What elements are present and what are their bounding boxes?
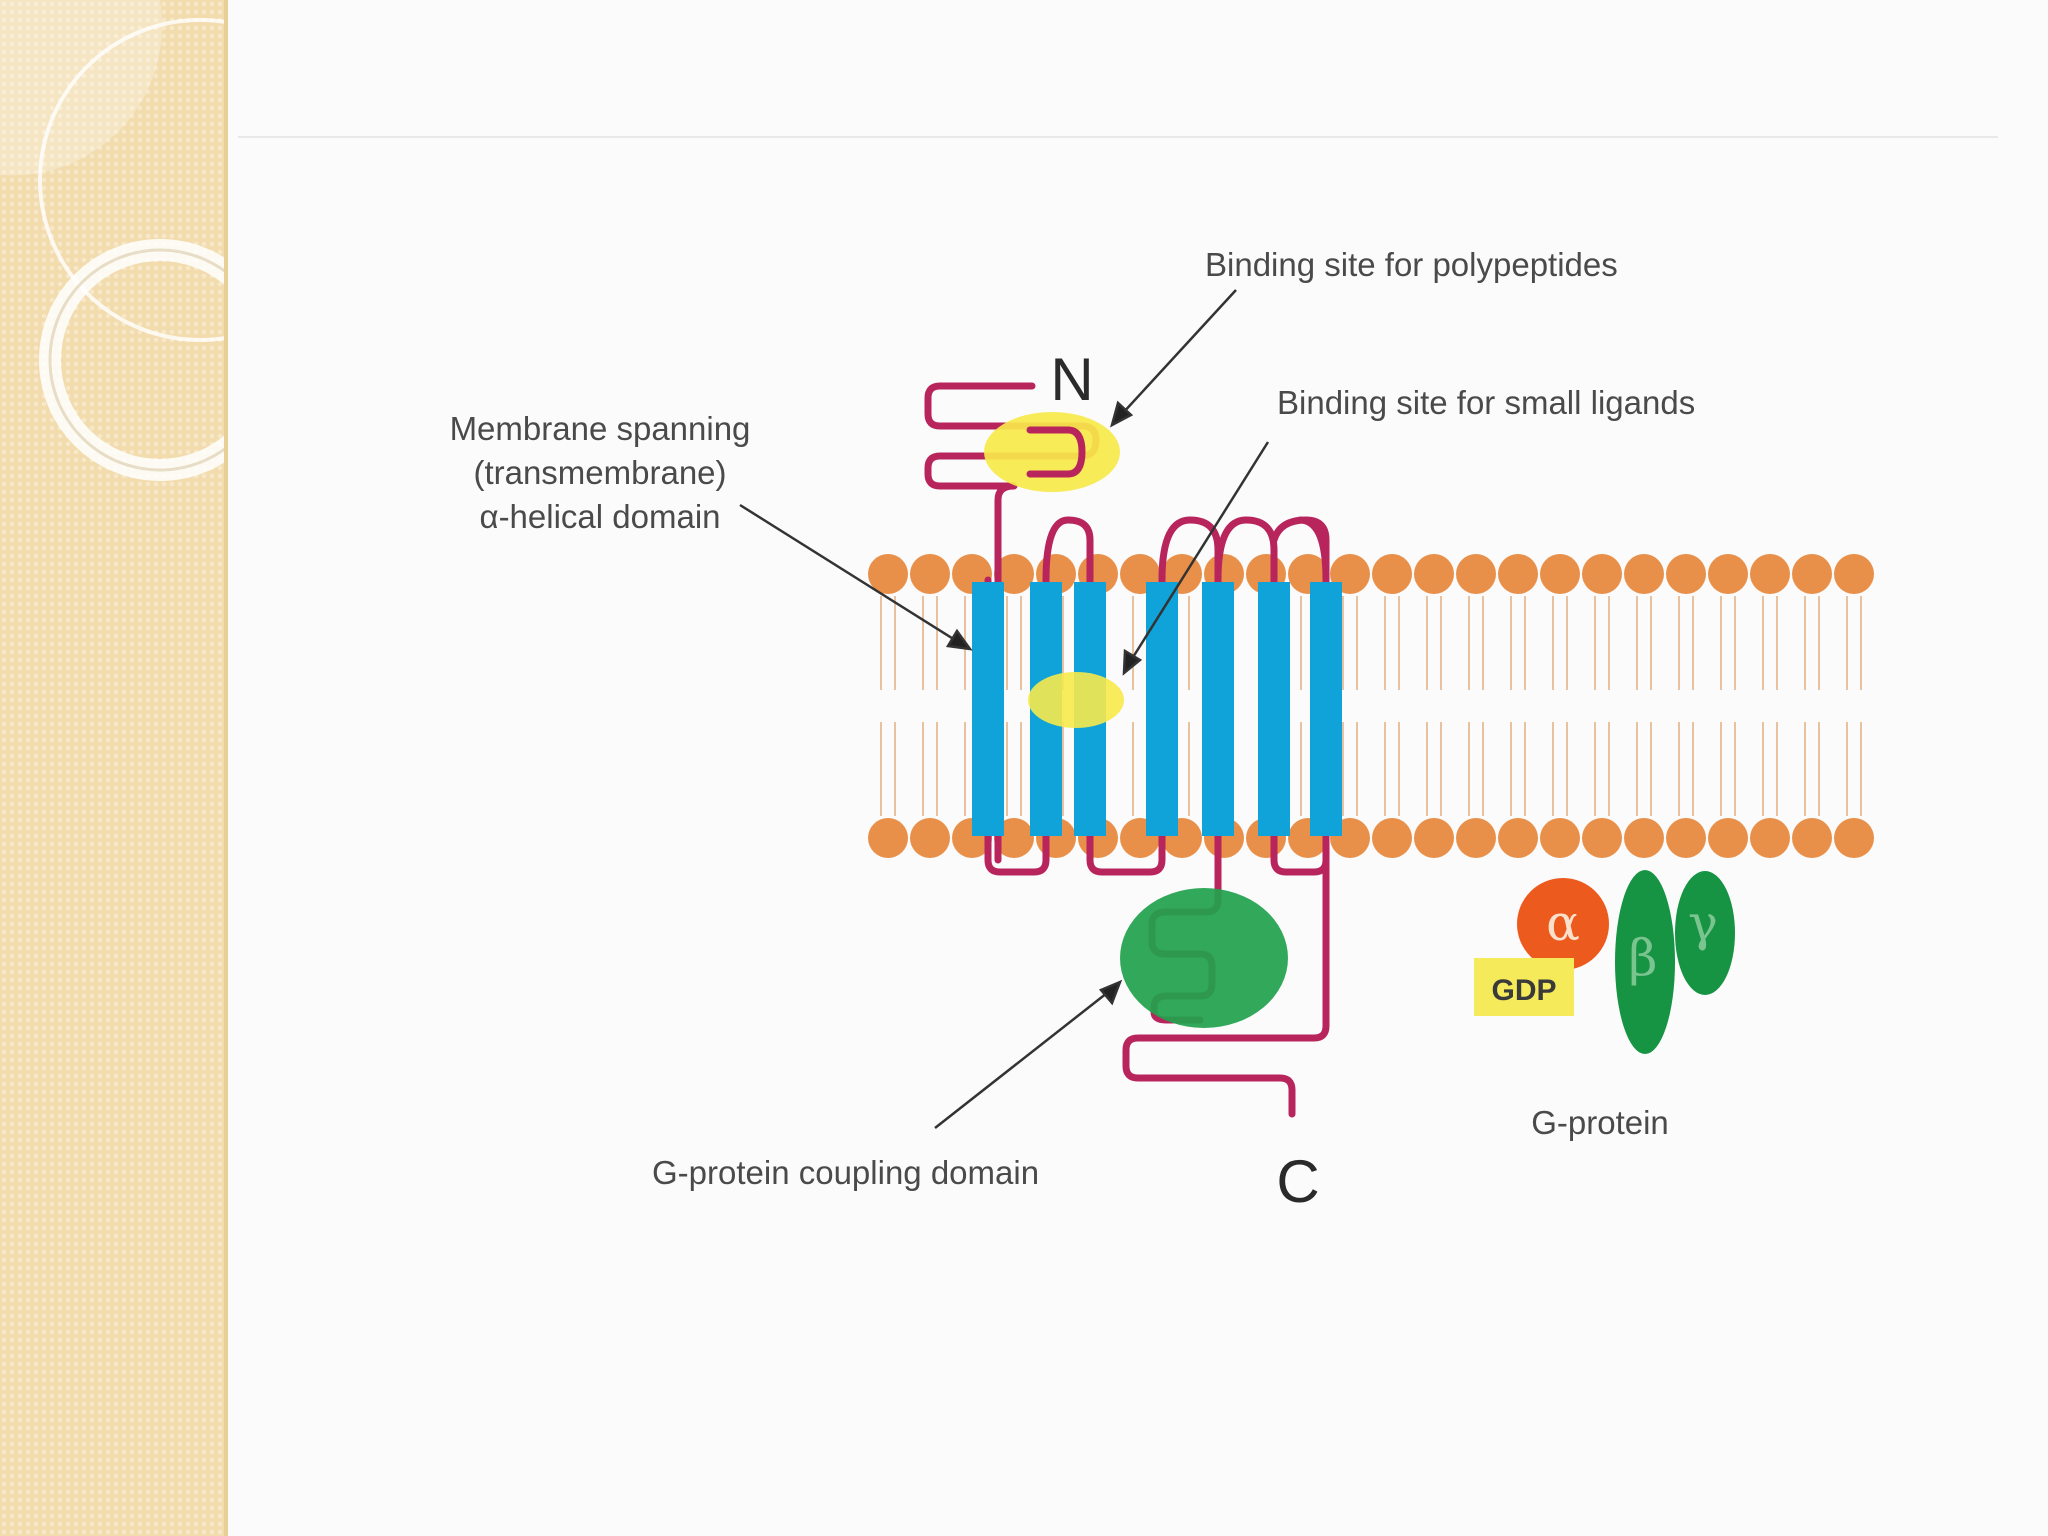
lipid-head	[868, 554, 908, 594]
lipid-head	[1414, 554, 1454, 594]
alpha-label: α	[1546, 894, 1580, 952]
g-protein-coupling-domain	[1120, 888, 1288, 1028]
decorative-sidebar	[0, 0, 228, 1536]
n-terminus-label: N	[1050, 346, 1093, 413]
lipid-head	[1414, 818, 1454, 858]
lipid-head	[1624, 818, 1664, 858]
lipid-tails	[880, 596, 1862, 816]
lipid-head	[1792, 554, 1832, 594]
lipid-head	[1540, 818, 1580, 858]
lipid-head	[1708, 818, 1748, 858]
lipid-head	[1624, 554, 1664, 594]
lipid-head	[1540, 554, 1580, 594]
g-protein-alpha-subunit	[1517, 878, 1609, 970]
small-ligand-binding-site	[1028, 672, 1124, 728]
lipid-head	[1666, 554, 1706, 594]
lipid-head	[1750, 554, 1790, 594]
membrane-domain-label-line2: (transmembrane)	[473, 454, 726, 491]
small-ligand-binding-label: Binding site for small ligands	[1277, 384, 1695, 421]
helix-6	[1258, 582, 1290, 836]
lipid-head	[1456, 818, 1496, 858]
gamma-label: γ	[1688, 894, 1718, 952]
c-terminal-tail	[1122, 856, 1330, 1118]
membrane-domain-label-line3: α-helical domain	[479, 498, 720, 535]
ring-ornament-icon	[0, 0, 228, 481]
n-terminal-loop	[1026, 426, 1086, 478]
gdp-box	[1474, 958, 1574, 1016]
lipid-head	[1582, 818, 1622, 858]
helix-7	[1310, 582, 1342, 836]
lipid-bilayer	[868, 554, 1874, 858]
lipid-head	[1834, 554, 1874, 594]
lipid-head	[1792, 818, 1832, 858]
lipid-head	[1498, 818, 1538, 858]
lipid-head	[1456, 554, 1496, 594]
membrane-domain-label-line1: Membrane spanning	[450, 410, 751, 447]
helix-4	[1146, 582, 1178, 836]
lipid-head	[1582, 554, 1622, 594]
c-terminus-label: C	[1276, 1148, 1319, 1215]
lipid-head	[868, 818, 908, 858]
lipid-head	[1372, 818, 1412, 858]
lipid-head	[1666, 818, 1706, 858]
helix-1	[972, 582, 1004, 836]
polypeptide-binding-site	[984, 412, 1120, 492]
lipid-head	[910, 554, 950, 594]
lipid-head	[910, 818, 950, 858]
g-protein-label: G-protein	[1531, 1104, 1669, 1141]
helix-5	[1202, 582, 1234, 836]
gdp-label: GDP	[1491, 974, 1556, 1007]
lipid-head	[1750, 818, 1790, 858]
title-divider	[238, 136, 1998, 138]
polypeptide-binding-label: Binding site for polypeptides	[1205, 246, 1618, 283]
beta-label: β	[1629, 929, 1658, 987]
annotation-arrows	[739, 289, 1270, 1129]
sidebar-border	[224, 0, 228, 1536]
g-protein-beta-subunit	[1615, 870, 1675, 1054]
lipid-head	[1372, 554, 1412, 594]
lipid-head	[1498, 554, 1538, 594]
lipid-head	[1834, 818, 1874, 858]
lipid-head	[1708, 554, 1748, 594]
coupling-domain-label: G-protein coupling domain	[652, 1154, 1039, 1191]
g-protein-gamma-subunit	[1675, 871, 1735, 995]
